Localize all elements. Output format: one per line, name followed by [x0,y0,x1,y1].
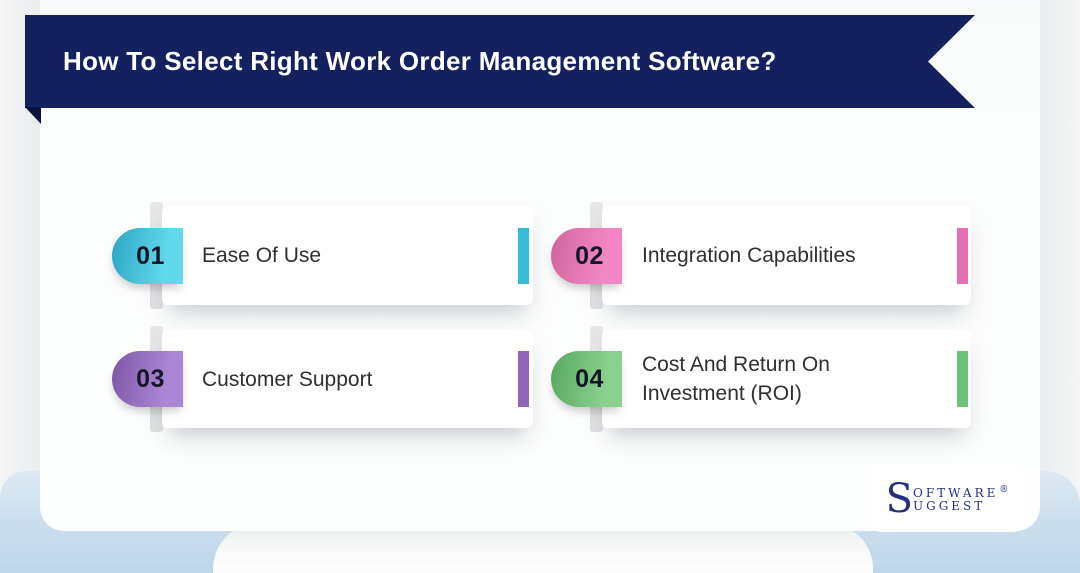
number-badge: 04 [551,351,622,407]
card-customer-support: Customer Support [162,330,533,428]
logo-word-software: OFTWARE® [913,485,1009,500]
card-accent-bar [957,351,968,407]
logo-initial: S [885,475,914,522]
card-number: 03 [136,364,165,393]
ribbon-fold [25,107,41,124]
card-ease-of-use: Ease Of Use [162,206,533,305]
number-badge: 01 [112,228,183,284]
card-label: Ease Of Use [202,244,322,267]
card-accent-bar [518,228,529,284]
card-number: 02 [575,241,604,270]
card-label: Cost And Return On Investment (ROI) [642,353,830,405]
title-ribbon: How To Select Right Work Order Managemen… [25,15,975,108]
card-label: Customer Support [202,367,373,391]
card-cost-roi: Cost And Return On Investment (ROI) [602,330,971,428]
number-badge: 02 [551,228,622,284]
card-number: 01 [136,241,165,270]
number-badge: 03 [112,351,183,407]
card-accent-bar [518,351,529,407]
softwaresuggest-logo-card: S OFTWARE® UGGEST [867,465,1027,532]
registered-mark: ® [999,485,1009,495]
card-accent-bar [957,228,968,284]
softwaresuggest-logo: S OFTWARE® UGGEST [885,475,1009,522]
card-number: 04 [575,364,604,393]
logo-word-suggest: UGGEST [913,499,986,513]
page-title: How To Select Right Work Order Managemen… [63,46,777,76]
card-label: Integration Capabilities [642,244,856,267]
card-integration-capabilities: Integration Capabilities [602,206,971,305]
